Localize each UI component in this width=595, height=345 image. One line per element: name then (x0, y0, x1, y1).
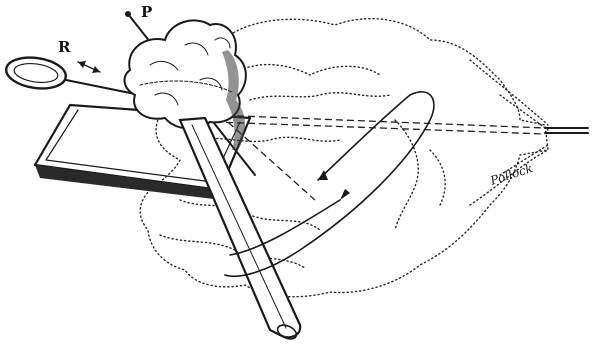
label-p: P (141, 3, 152, 21)
artist-signature: Pollock (488, 161, 535, 188)
label-r: R (58, 38, 71, 56)
spatula-blade (180, 118, 300, 342)
instrument-r (4, 54, 140, 95)
